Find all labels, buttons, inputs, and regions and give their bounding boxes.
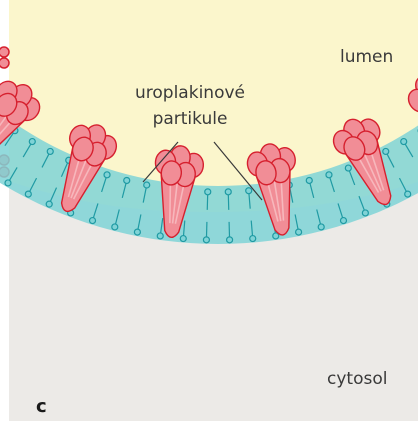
cytosol-label: cytosol (327, 369, 387, 389)
particles-label-line2: partikule (153, 109, 228, 129)
particles-label-line1: uroplakinové (135, 83, 245, 103)
lumen-label: lumen (340, 47, 393, 67)
panel-letter: c (36, 396, 47, 417)
